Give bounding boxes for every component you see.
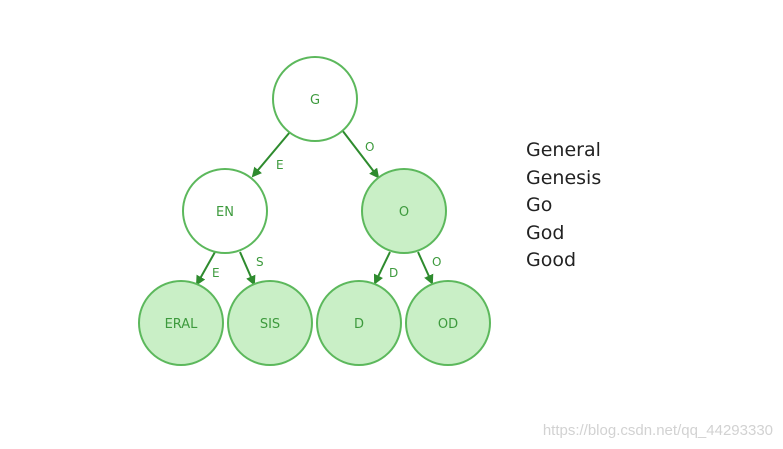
word-item: General [526,139,601,161]
node-label-eral: ERAL [165,317,199,332]
node-label-sis: SIS [260,317,280,332]
edge-label-en-sis: S [256,255,264,269]
watermark: https://blog.csdn.net/qq_44293330 [542,422,773,439]
word-item: Genesis [526,166,602,189]
edge-label-en-eral: E [212,266,220,280]
tree-node-eral: ERAL [138,280,224,366]
word-item: Good [526,249,577,272]
tree-node-sis: SIS [227,280,313,366]
edges: E O E S D O [196,129,441,286]
edge-root-o [341,129,380,179]
node-label-o: O [399,205,409,220]
tree-node-en: EN [182,168,268,254]
edge-label-o-d: D [389,266,398,280]
tree-node-d: D [316,280,402,366]
edge-label-o-od: O [432,255,441,269]
edge-en-eral [196,251,216,286]
word-item: Go [526,194,553,217]
node-label-d: D [354,317,364,332]
tree-node-od: OD [405,280,491,366]
edge-o-d [373,251,391,285]
tree-node-g: G [272,56,358,142]
node-label-od: OD [438,317,458,332]
edge-o-od [417,251,434,285]
edge-root-en [251,131,291,178]
word-list: General Genesis Go God Good [526,137,601,275]
word-item: God [526,221,565,244]
edge-label-root-o: O [365,140,374,154]
tree-node-o: O [361,168,447,254]
nodes: G EN O ERAL SIS D OD [138,56,491,366]
node-label-g: G [310,93,320,108]
node-label-en: EN [216,205,234,220]
edge-en-sis [239,251,256,286]
edge-label-root-en: E [276,158,284,172]
